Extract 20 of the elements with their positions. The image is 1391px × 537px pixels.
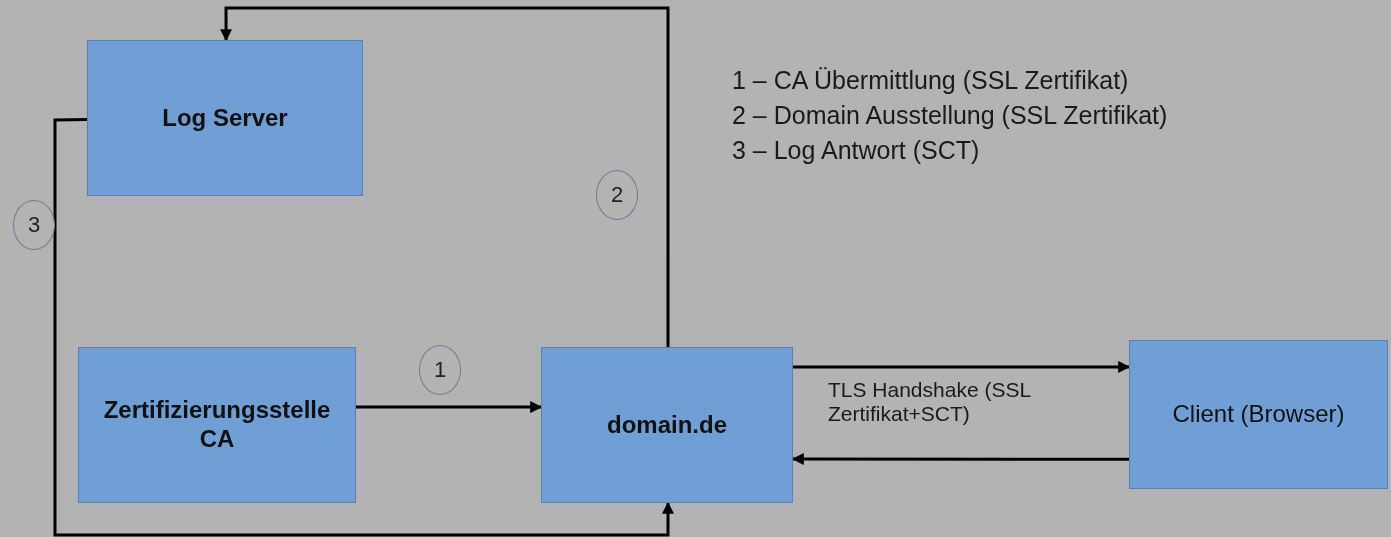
arrow <box>356 401 543 414</box>
arrow <box>220 6 670 347</box>
box-label: domain.de <box>607 410 727 440</box>
process-box <box>87 40 363 196</box>
box-label: Client (Browser) <box>1172 400 1345 429</box>
legend-note: 3 – Log Antwort (SCT) <box>732 136 980 165</box>
arrow <box>53 118 674 537</box>
process-box <box>541 347 793 503</box>
process-box <box>78 347 356 503</box>
arrow <box>793 360 1131 373</box>
legend-note: 2 – Domain Ausstellung (SSL Zertifikat) <box>732 101 1168 130</box>
legend-note: 1 – CA Übermittlung (SSL Zertifikat) <box>732 66 1129 95</box>
edge-label: 2 <box>596 170 638 220</box>
process-box <box>1129 340 1388 489</box>
edge-label: 1 <box>419 345 461 395</box>
edge-note: TLS Handshake (SSL Zertifikat+SCT) <box>828 378 1032 427</box>
box-label: Zertifizierungsstelle CA <box>103 396 331 454</box>
arrow <box>791 453 1129 465</box>
box-label: Log Server <box>162 103 288 133</box>
edge-label: 3 <box>13 200 55 250</box>
